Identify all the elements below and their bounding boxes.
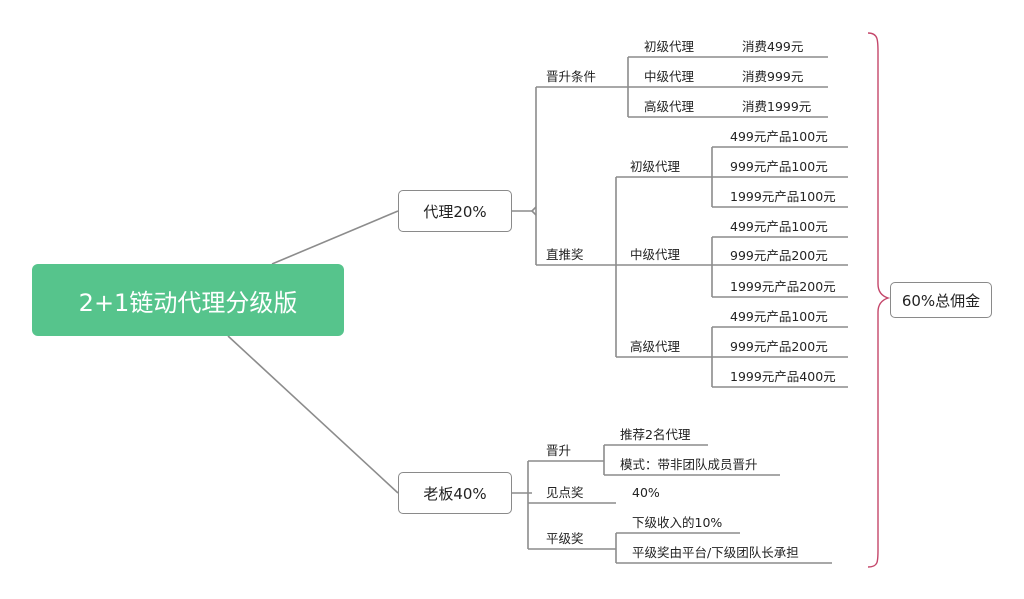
connector-agent-children <box>535 86 608 266</box>
promotion-level-requirement: 消费999元 <box>742 69 804 84</box>
connector-root-boss <box>227 335 399 494</box>
boss-node: 老板40% <box>398 472 512 514</box>
direct-bonus-item: 499元产品100元 <box>730 219 828 234</box>
promotion-level-requirement: 消费499元 <box>742 39 804 54</box>
boss-peer-bonus-label: 平级奖 <box>546 531 584 546</box>
direct-bonus-item: 1999元产品200元 <box>730 279 836 294</box>
connector-direct-junior-items <box>692 146 848 208</box>
boss-promote-label: 晋升 <box>546 443 572 458</box>
total-brace <box>867 32 891 568</box>
connector-root-agent <box>271 210 399 265</box>
connector-boss-peer-items <box>596 532 832 564</box>
promotion-level-name: 中级代理 <box>644 69 695 84</box>
connector-promotion-levels <box>608 56 828 118</box>
direct-bonus-level-name: 中级代理 <box>630 247 681 262</box>
direct-bonus-level-name: 高级代理 <box>630 339 681 354</box>
promotion-level-name: 初级代理 <box>644 39 695 54</box>
total-node: 60%总佣金 <box>890 282 992 318</box>
agent-node: 代理20% <box>398 190 512 232</box>
boss-point-bonus-label: 见点奖 <box>546 485 584 500</box>
boss-peer-bonus-item: 平级奖由平台/下级团队长承担 <box>632 545 799 560</box>
direct-bonus-item: 999元产品200元 <box>730 248 828 263</box>
boss-point-bonus-value: 40% <box>632 485 660 500</box>
promotion-level-requirement: 消费1999元 <box>742 99 812 114</box>
direct-bonus-item: 499元产品100元 <box>730 309 828 324</box>
boss-promote-item: 推荐2名代理 <box>620 427 691 442</box>
promotion-label: 晋升条件 <box>546 69 597 84</box>
direct-bonus-item: 1999元产品100元 <box>730 189 836 204</box>
direct-bonus-item: 1999元产品400元 <box>730 369 836 384</box>
boss-peer-bonus-item: 下级收入的10% <box>632 515 723 530</box>
direct-bonus-level-name: 初级代理 <box>630 159 681 174</box>
connector-direct-middle-items <box>692 236 848 298</box>
root-node: 2+1链动代理分级版 <box>32 264 344 336</box>
connector-direct-bonus-levels <box>596 176 692 358</box>
direct-bonus-item: 999元产品200元 <box>730 339 828 354</box>
connector-boss-promote-items <box>596 444 780 476</box>
direct-bonus-item: 999元产品100元 <box>730 159 828 174</box>
connector-agent-corner-top <box>531 206 537 212</box>
direct-bonus-label: 直推奖 <box>546 247 584 262</box>
connector-agent-corner-bottom <box>531 210 537 216</box>
direct-bonus-item: 499元产品100元 <box>730 129 828 144</box>
connector-boss-children <box>527 460 616 550</box>
promotion-level-name: 高级代理 <box>644 99 695 114</box>
connector-direct-senior-items <box>692 326 848 388</box>
boss-promote-item: 模式：带非团队成员晋升 <box>620 457 758 472</box>
